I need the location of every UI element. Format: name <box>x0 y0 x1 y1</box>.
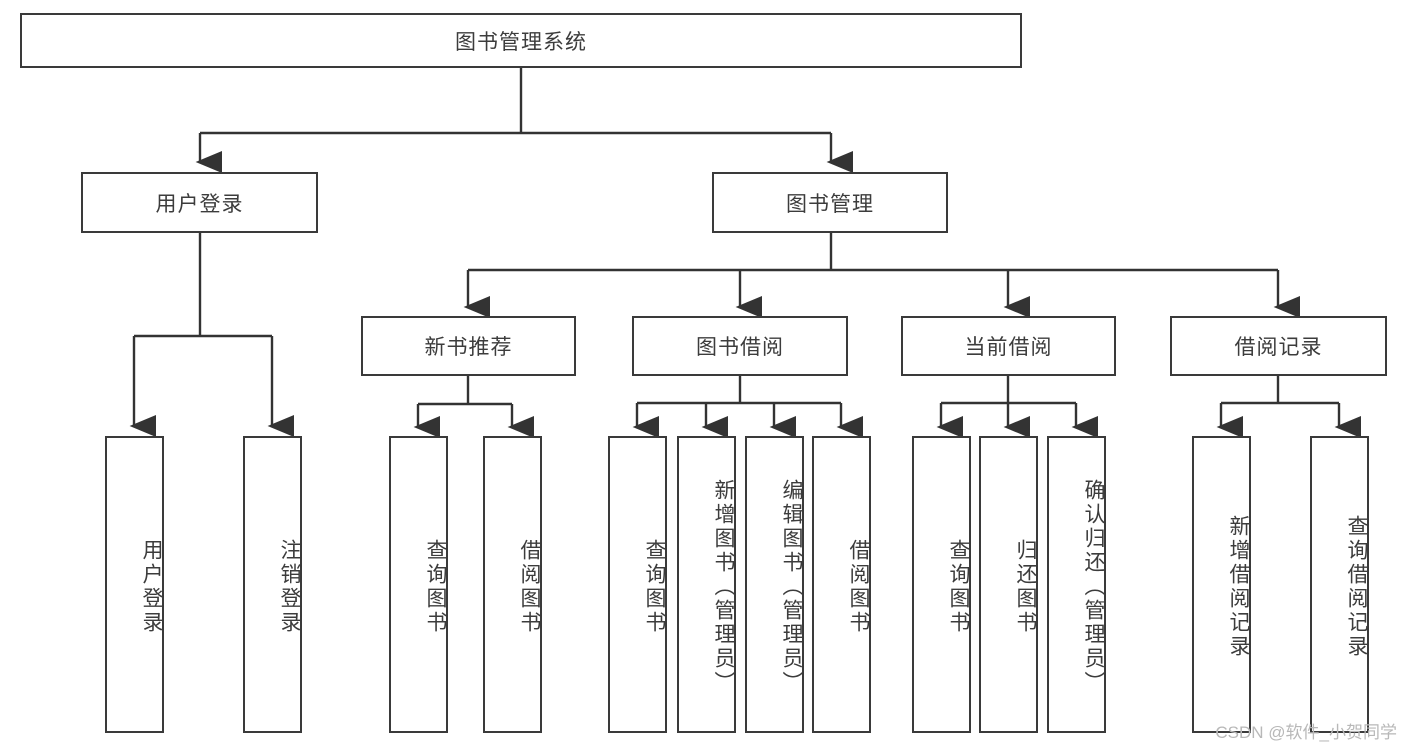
node-current-borrow[interactable]: 当前借阅 <box>901 316 1116 376</box>
leaf-user-login[interactable]: 用户登录 <box>105 436 164 733</box>
node-label: 新增图书（管理员） <box>712 478 735 695</box>
node-label: 确认归还（管理员） <box>1082 478 1105 695</box>
node-label: 图书管理系统 <box>455 30 587 54</box>
node-label: 查询图书 <box>643 538 666 635</box>
leaf-borrow-book-recommend[interactable]: 借阅图书 <box>483 436 542 733</box>
leaf-query-book-recommend[interactable]: 查询图书 <box>389 436 448 733</box>
node-book-borrow[interactable]: 图书借阅 <box>632 316 848 376</box>
node-new-book-recommend[interactable]: 新书推荐 <box>361 316 576 376</box>
leaf-query-book-borrow[interactable]: 查询图书 <box>608 436 667 733</box>
node-label: 归还图书 <box>1014 538 1037 635</box>
node-label: 查询借阅记录 <box>1345 514 1368 659</box>
node-label: 借阅图书 <box>518 538 541 635</box>
node-label: 查询图书 <box>947 538 970 635</box>
leaf-confirm-return-admin[interactable]: 确认归还（管理员） <box>1047 436 1106 733</box>
node-label: 编辑图书（管理员） <box>780 478 803 695</box>
leaf-query-book-current[interactable]: 查询图书 <box>912 436 971 733</box>
node-label: 图书借阅 <box>696 336 784 359</box>
leaf-logout-login[interactable]: 注销登录 <box>243 436 302 733</box>
node-label: 新增借阅记录 <box>1227 514 1250 659</box>
node-label: 借阅记录 <box>1234 336 1323 359</box>
node-label: 借阅图书 <box>847 538 870 635</box>
node-label: 新书推荐 <box>424 336 513 359</box>
node-label: 用户登录 <box>155 192 244 216</box>
node-label: 图书管理 <box>786 192 874 216</box>
node-user-login[interactable]: 用户登录 <box>81 172 318 233</box>
leaf-edit-book-admin[interactable]: 编辑图书（管理员） <box>745 436 804 733</box>
leaf-add-book-admin[interactable]: 新增图书（管理员） <box>677 436 736 733</box>
node-label: 注销登录 <box>278 538 301 635</box>
node-root-book-management-system[interactable]: 图书管理系统 <box>20 13 1022 68</box>
leaf-query-borrow-record[interactable]: 查询借阅记录 <box>1310 436 1369 733</box>
node-borrow-record[interactable]: 借阅记录 <box>1170 316 1387 376</box>
leaf-return-book[interactable]: 归还图书 <box>979 436 1038 733</box>
leaf-add-borrow-record[interactable]: 新增借阅记录 <box>1192 436 1251 733</box>
leaf-borrow-book[interactable]: 借阅图书 <box>812 436 871 733</box>
node-label: 查询图书 <box>424 538 447 635</box>
node-book-management[interactable]: 图书管理 <box>712 172 948 233</box>
node-label: 当前借阅 <box>964 336 1053 359</box>
node-label: 用户登录 <box>140 538 163 635</box>
csdn-watermark: CSDN @软件_小贺同学 <box>1215 723 1397 742</box>
